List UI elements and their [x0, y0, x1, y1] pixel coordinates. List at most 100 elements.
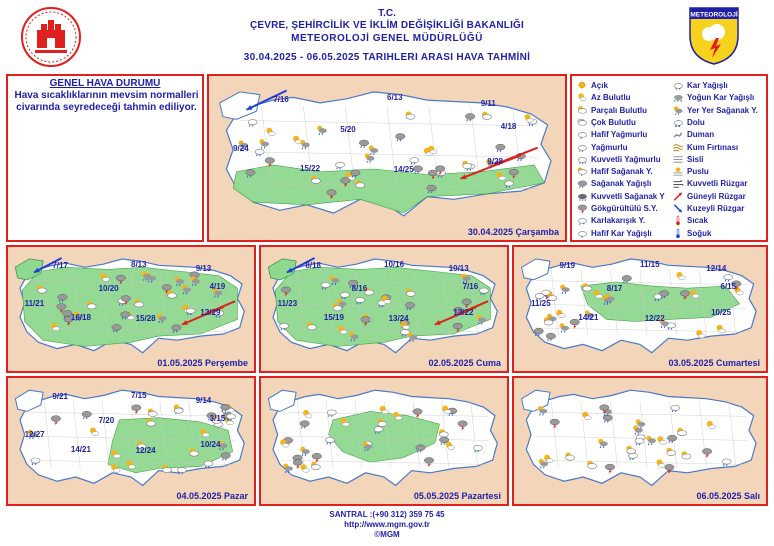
legend-label: Az Bulutlu	[591, 93, 631, 103]
rain-icon	[723, 274, 734, 282]
temperature-label: 13/29	[200, 308, 221, 317]
few-clouds-icon	[676, 271, 686, 281]
thunderstorm-icon	[599, 404, 610, 415]
general-weather-text: Hava sıcaklıklarının mevsim normalleri c…	[14, 90, 199, 113]
few-clouds-icon	[442, 405, 452, 414]
partly-cloudy-icon	[167, 290, 177, 299]
local-shower-icon	[635, 419, 646, 429]
local-shower-icon	[74, 311, 84, 322]
legend-item: Soğuk	[672, 228, 711, 240]
province-border	[535, 460, 747, 465]
legend-item: Yer Yer Sağanak Y.	[672, 105, 758, 117]
partly-cloudy-icon	[364, 287, 374, 296]
province-border	[470, 269, 478, 336]
few-clouds-icon	[126, 460, 136, 470]
partly-cloudy-icon	[311, 175, 321, 184]
legend-label: Gökgürültülü S.Y.	[591, 204, 658, 213]
shower-icon	[667, 435, 678, 444]
legend-item: Sıcak	[672, 215, 708, 227]
local-shower-icon	[584, 310, 595, 320]
partly-cloudy-icon	[162, 464, 172, 473]
thunderstorm-icon	[457, 420, 468, 431]
few-clouds-icon	[280, 439, 290, 448]
legend-label: Açık	[591, 81, 608, 90]
south-wind-arrow-icon	[457, 300, 489, 316]
shower-icon	[545, 332, 556, 342]
thunderstorm-icon	[50, 415, 61, 426]
partly-cloudy-icon	[576, 105, 588, 116]
local-shower-icon	[605, 293, 615, 304]
local-shower-icon	[560, 284, 570, 295]
partly-cloudy-icon	[406, 288, 416, 297]
legend-label: Sağanak Yağışlı	[591, 179, 652, 189]
thrace-outline	[14, 389, 44, 412]
thunderstorm-icon	[576, 203, 588, 214]
rain-icon	[377, 300, 388, 308]
cloudy-icon	[576, 117, 588, 128]
province-border	[470, 106, 481, 193]
partly-cloudy-icon	[86, 301, 97, 310]
legend-item: Parçalı Bulutlu	[576, 105, 647, 117]
heavy-rain-icon	[576, 154, 588, 165]
thunderstorm-icon	[131, 404, 142, 415]
temperature-label: 9/11	[480, 98, 496, 108]
few-clouds-icon	[200, 428, 210, 438]
legend-item: Kum Fırtınası	[672, 142, 738, 154]
temperature-label: 6/15	[720, 281, 737, 291]
rain-icon	[479, 287, 489, 296]
few-clouds-icon	[111, 464, 121, 473]
south-wind-arrow-icon-head	[181, 320, 188, 325]
header: T.C. ÇEVRE, ŞEHİRCİLİK VE İKLİM DEĞİŞİKL…	[0, 0, 774, 74]
local-shower-icon	[27, 429, 38, 440]
map-date-label: 04.05.2025 Pazar	[176, 491, 248, 501]
local-shower-icon	[317, 125, 327, 136]
rain-icon	[576, 142, 588, 153]
temperature-label: 10/20	[98, 284, 119, 293]
hot-icon	[672, 215, 684, 226]
turkey-map	[8, 378, 254, 487]
province-border	[441, 269, 449, 336]
province-border	[728, 401, 737, 468]
legend-item: Sağanak Yağışlı	[576, 178, 651, 190]
thunderstorm-icon	[664, 464, 675, 475]
few-clouds-icon	[706, 420, 717, 430]
shower-icon	[405, 302, 415, 311]
thunderstorm-icon	[412, 408, 423, 419]
thrace-outline	[219, 91, 261, 120]
south-wind-arrow-icon	[493, 146, 538, 166]
shower-icon	[465, 113, 476, 122]
local-shower-icon	[407, 332, 418, 342]
temperature-label: 10/13	[448, 264, 469, 274]
sleet-icon: *	[576, 215, 588, 226]
thunderstorm-icon	[161, 284, 172, 295]
temperature-label: 3/15	[209, 413, 226, 423]
legend-item: Gökgürültülü S.Y.	[576, 203, 658, 215]
partly-cloudy-icon	[547, 292, 558, 301]
rain-icon	[254, 148, 265, 157]
partly-cloudy-icon	[134, 299, 144, 308]
temperature-label: 14/21	[70, 445, 91, 455]
province-border	[535, 411, 747, 417]
local-shower-icon	[330, 275, 340, 286]
thunderstorm-icon	[281, 286, 291, 297]
thunderstorm-icon	[731, 280, 742, 291]
shower-icon	[576, 178, 588, 189]
few-clouds-icon	[111, 450, 121, 459]
sandstorm-icon	[672, 142, 684, 153]
legend-label: Soğuk	[687, 228, 712, 238]
province-border	[325, 269, 334, 336]
south-wind-arrow-icon-head	[205, 309, 211, 315]
precipitation-area-thrace	[268, 258, 297, 281]
thunderstorm-icon	[702, 448, 712, 459]
rain-icon	[666, 322, 676, 330]
partly-cloudy-icon	[310, 461, 321, 470]
partly-cloudy-icon	[626, 445, 636, 454]
footer-url[interactable]: http://www.mgm.gov.tr	[344, 520, 430, 529]
general-weather-panel: GENEL HAVA DURUMU Hava sıcaklıklarının m…	[6, 74, 204, 242]
partly-cloudy-icon	[677, 427, 687, 436]
rain-icon	[226, 413, 236, 421]
few-clouds-icon	[379, 405, 390, 415]
rain-icon	[335, 162, 345, 170]
province-border	[470, 401, 478, 468]
temperature-label: 8/13	[131, 260, 147, 269]
